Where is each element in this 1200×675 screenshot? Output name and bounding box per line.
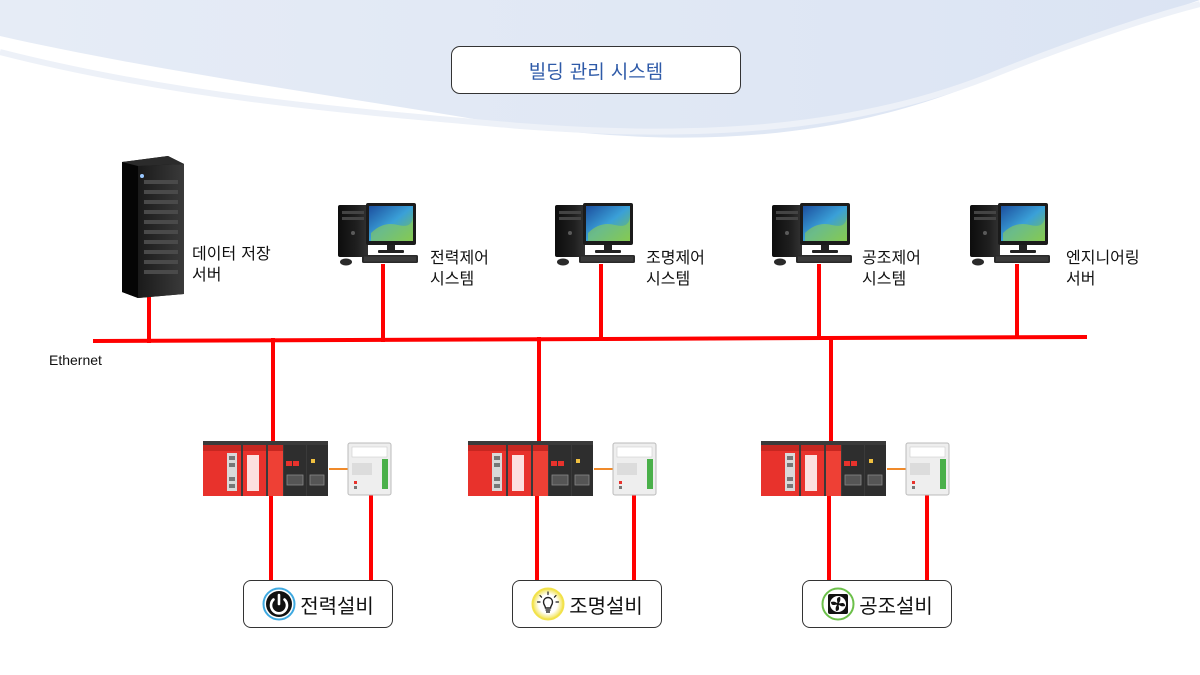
lighting-control-pc-icon (555, 203, 635, 266)
hvac-equipment-label: 공조설비 (859, 593, 933, 618)
plc-lighting (467, 440, 657, 497)
lighting-equipment-box: 조명설비 (512, 580, 662, 628)
ethernet-bus (92, 334, 1088, 344)
plc-power (202, 440, 392, 497)
lighting-control-system-label: 조명제어 시스템 (646, 248, 705, 288)
ethernet-label: Ethernet (49, 352, 102, 368)
data-storage-server-label: 데이터 저장 서버 (192, 244, 271, 284)
background-wave-accent (0, 1, 1200, 135)
plc-hvac (760, 440, 950, 497)
engineering-pc-icon (970, 203, 1050, 266)
power-control-pc-icon (338, 203, 418, 266)
hvac-equipment-box: 공조설비 (802, 580, 952, 628)
hvac-control-system-label: 공조제어 시스템 (862, 248, 921, 288)
power-control-system-label: 전력제어 시스템 (430, 248, 489, 288)
power-equipment-box: 전력설비 (243, 580, 393, 628)
lighting-equipment-label: 조명설비 (569, 593, 643, 618)
hvac-control-pc-icon (772, 203, 852, 266)
diagram-title-text: 빌딩 관리 시스템 (528, 60, 664, 83)
network-lines (92, 264, 1088, 582)
rack-server-icon (122, 156, 184, 298)
diagram-title: 빌딩 관리 시스템 (451, 46, 741, 94)
fan-icon (821, 587, 855, 621)
lightbulb-icon (531, 587, 565, 621)
engineering-server-label: 엔지니어링 서버 (1066, 248, 1140, 288)
power-icon (262, 587, 296, 621)
power-equipment-label: 전력설비 (300, 593, 374, 618)
